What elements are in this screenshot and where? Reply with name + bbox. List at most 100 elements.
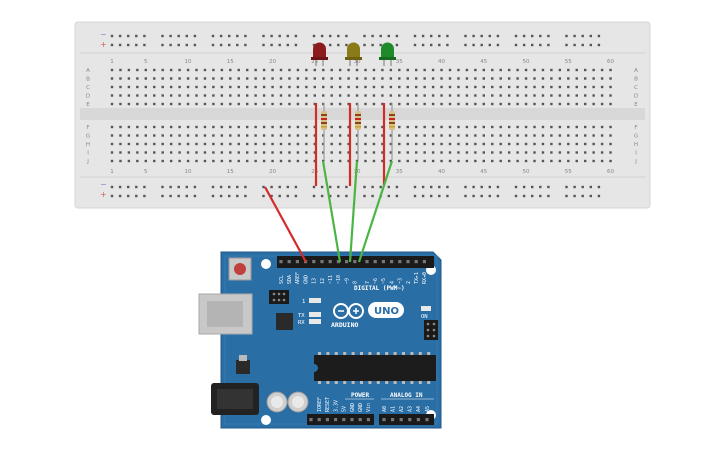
breadboard-hole[interactable] <box>524 94 528 97</box>
breadboard-hole[interactable] <box>406 151 409 154</box>
breadboard-hole[interactable] <box>219 194 223 198</box>
breadboard-hole[interactable] <box>609 102 612 106</box>
breadboard-hole[interactable] <box>229 68 232 72</box>
breadboard-hole[interactable] <box>136 77 139 80</box>
breadboard-hole[interactable] <box>337 34 340 38</box>
breadboard-hole[interactable] <box>609 125 612 129</box>
breadboard-hole[interactable] <box>499 77 502 80</box>
breadboard-hole[interactable] <box>387 194 390 198</box>
breadboard-hole[interactable] <box>262 68 266 72</box>
breadboard-hole[interactable] <box>178 68 181 72</box>
breadboard-hole[interactable] <box>286 185 289 189</box>
breadboard-hole[interactable] <box>271 85 274 89</box>
breadboard-hole[interactable] <box>491 102 494 106</box>
breadboard-hole[interactable] <box>110 125 114 129</box>
breadboard-hole[interactable] <box>584 142 587 146</box>
breadboard-hole[interactable] <box>499 142 502 146</box>
analog-pin[interactable] <box>425 418 429 422</box>
digital-pin[interactable] <box>398 260 402 264</box>
breadboard-hole[interactable] <box>457 159 460 163</box>
breadboard-hole[interactable] <box>575 134 578 137</box>
breadboard-hole[interactable] <box>491 142 494 146</box>
breadboard-hole[interactable] <box>262 151 266 154</box>
breadboard-hole[interactable] <box>144 94 147 97</box>
breadboard-hole[interactable] <box>220 151 224 154</box>
breadboard-hole[interactable] <box>415 68 418 72</box>
breadboard-hole[interactable] <box>457 85 460 89</box>
breadboard-hole[interactable] <box>609 151 612 154</box>
breadboard-hole[interactable] <box>550 125 553 129</box>
breadboard-hole[interactable] <box>567 151 570 154</box>
breadboard-hole[interactable] <box>211 185 215 189</box>
breadboard-hole[interactable] <box>169 125 173 129</box>
breadboard-hole[interactable] <box>524 85 528 89</box>
breadboard-hole[interactable] <box>496 43 500 47</box>
breadboard-hole[interactable] <box>472 43 475 47</box>
breadboard-hole[interactable] <box>474 134 477 137</box>
breadboard-hole[interactable] <box>421 34 425 38</box>
breadboard-hole[interactable] <box>118 34 122 38</box>
breadboard-hole[interactable] <box>262 43 265 47</box>
breadboard-hole[interactable] <box>244 194 247 198</box>
breadboard-hole[interactable] <box>600 151 604 154</box>
breadboard-hole[interactable] <box>313 159 316 163</box>
breadboard-hole[interactable] <box>584 102 587 106</box>
breadboard-hole[interactable] <box>584 85 587 89</box>
breadboard-hole[interactable] <box>244 43 247 47</box>
breadboard-hole[interactable] <box>185 43 188 47</box>
breadboard-hole[interactable] <box>364 142 367 146</box>
breadboard-hole[interactable] <box>177 185 180 189</box>
breadboard-hole[interactable] <box>539 194 542 198</box>
breadboard-hole[interactable] <box>516 125 519 129</box>
breadboard-hole[interactable] <box>558 94 562 97</box>
breadboard-hole[interactable] <box>514 43 518 47</box>
breadboard-hole[interactable] <box>169 94 173 97</box>
breadboard-hole[interactable] <box>229 94 232 97</box>
gnd-wire[interactable] <box>264 186 307 263</box>
breadboard-hole[interactable] <box>228 43 231 47</box>
breadboard-hole[interactable] <box>279 77 283 80</box>
breadboard-hole[interactable] <box>507 159 511 163</box>
breadboard-hole[interactable] <box>440 85 443 89</box>
breadboard-hole[interactable] <box>236 34 239 38</box>
breadboard-hole[interactable] <box>581 34 584 38</box>
breadboard-hole[interactable] <box>286 43 289 47</box>
breadboard-hole[interactable] <box>413 43 417 47</box>
breadboard-hole[interactable] <box>413 34 417 38</box>
breadboard-hole[interactable] <box>262 34 265 38</box>
breadboard-hole[interactable] <box>271 102 274 106</box>
breadboard-hole[interactable] <box>305 134 308 137</box>
breadboard-hole[interactable] <box>322 77 325 80</box>
breadboard-hole[interactable] <box>144 125 147 129</box>
breadboard-hole[interactable] <box>279 85 283 89</box>
breadboard-hole[interactable] <box>220 94 224 97</box>
breadboard-hole[interactable] <box>110 77 114 80</box>
analog-pin[interactable] <box>408 418 412 422</box>
breadboard-hole[interactable] <box>398 77 401 80</box>
breadboard-hole[interactable] <box>584 151 587 154</box>
breadboard-hole[interactable] <box>237 134 240 137</box>
breadboard-hole[interactable] <box>372 125 376 129</box>
breadboard-hole[interactable] <box>288 85 291 89</box>
breadboard-hole[interactable] <box>296 94 300 97</box>
breadboard-hole[interactable] <box>153 142 156 146</box>
breadboard-hole[interactable] <box>514 34 518 38</box>
breadboard-hole[interactable] <box>589 194 592 198</box>
breadboard-hole[interactable] <box>389 68 393 72</box>
breadboard-hole[interactable] <box>355 151 359 154</box>
breadboard-hole[interactable] <box>195 134 198 137</box>
breadboard-hole[interactable] <box>305 151 308 154</box>
breadboard-hole[interactable] <box>381 85 384 89</box>
breadboard-hole[interactable] <box>482 151 485 154</box>
breadboard-hole[interactable] <box>522 185 526 189</box>
red-led[interactable] <box>311 42 328 67</box>
breadboard-hole[interactable] <box>395 194 399 198</box>
breadboard-hole[interactable] <box>491 77 494 80</box>
breadboard-hole[interactable] <box>531 34 534 38</box>
breadboard-hole[interactable] <box>237 85 240 89</box>
breadboard-hole[interactable] <box>110 185 114 189</box>
digital-pin[interactable] <box>336 260 340 264</box>
breadboard-hole[interactable] <box>522 194 526 198</box>
breadboard-hole[interactable] <box>474 102 477 106</box>
breadboard-hole[interactable] <box>507 68 511 72</box>
